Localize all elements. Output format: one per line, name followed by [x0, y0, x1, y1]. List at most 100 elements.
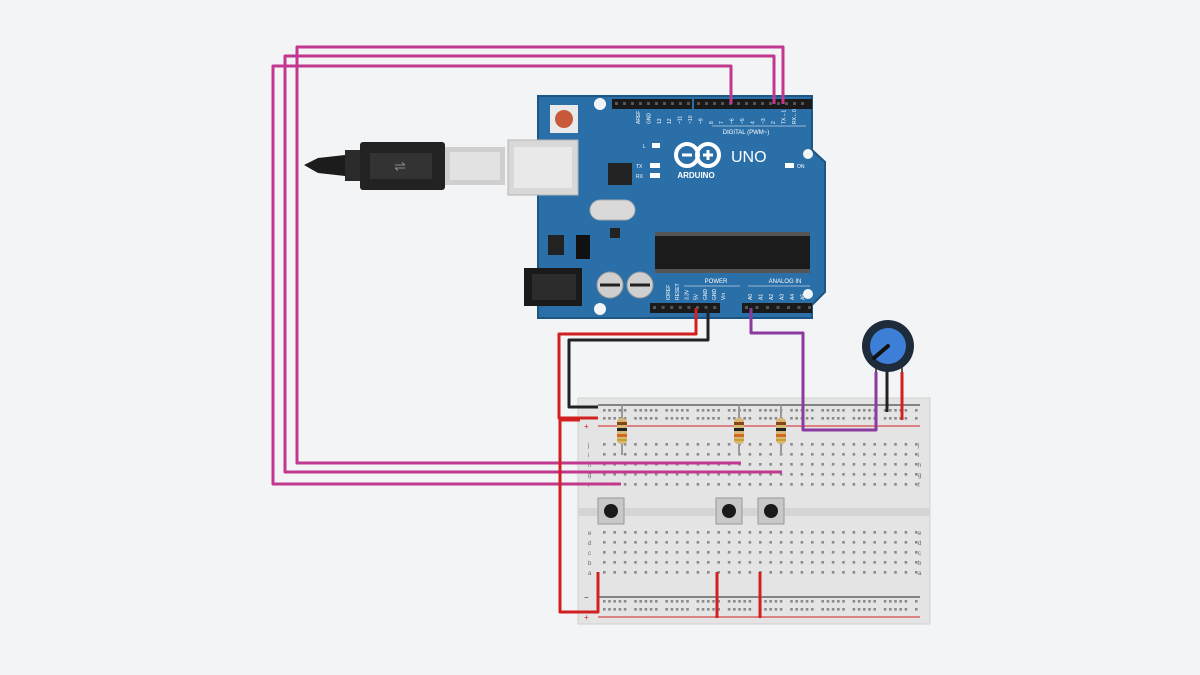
breadboard-hole [717, 551, 720, 554]
breadboard-hole [639, 417, 642, 420]
breadboard-hole [795, 608, 798, 611]
push-button-2[interactable] [715, 497, 743, 525]
breadboard-hole [904, 417, 908, 420]
breadboard-hole [852, 571, 856, 574]
breadboard-hole [748, 551, 752, 554]
breadboard-hole [863, 443, 866, 446]
breadboard-hole [696, 473, 700, 476]
breadboard-hole [727, 541, 731, 544]
reset-button[interactable] [550, 105, 578, 133]
breadboard-hole [821, 463, 824, 466]
breadboard-hole [717, 531, 720, 534]
breadboard-hole [894, 561, 897, 564]
breadboard-hole [670, 409, 674, 412]
wires [271, 45, 904, 618]
breadboard-hole [811, 551, 814, 554]
breadboard-hole [759, 463, 762, 466]
breadboard-hole [805, 608, 809, 611]
breadboard-hole [883, 600, 887, 603]
wire-digital-c[interactable] [271, 64, 733, 486]
breadboard-hole [675, 443, 679, 446]
breadboard-hole [681, 409, 684, 412]
header-hole [777, 102, 780, 105]
breadboard-hole [899, 600, 902, 603]
breadboard-hole [686, 417, 689, 420]
breadboard-hole [655, 561, 658, 564]
breadboard-hole [826, 417, 830, 420]
pin-label: ~9 [698, 118, 704, 124]
breadboard-hole [686, 561, 689, 564]
wire-rail-jumper[interactable] [558, 418, 600, 614]
breadboard-hole [644, 600, 648, 603]
breadboard-hole [915, 417, 918, 420]
breadboard-hole [644, 571, 648, 574]
pin-label: A5 [801, 294, 807, 300]
resistor-1[interactable] [617, 405, 627, 455]
breadboard-hole [644, 409, 648, 412]
breadboard-hole [852, 463, 856, 466]
pin-label: 7 [719, 121, 725, 124]
breadboard-hole [863, 600, 866, 603]
breadboard-holes [603, 409, 918, 611]
breadboard-hole [655, 551, 658, 554]
push-button-3[interactable] [757, 497, 785, 525]
arduino-logo-icon [674, 142, 721, 168]
breadboard-hole [831, 551, 835, 554]
pin-label: RESET [675, 283, 681, 300]
breadboard-hole [894, 541, 897, 544]
breadboard-hole [675, 453, 679, 456]
breadboard-hole [811, 463, 814, 466]
usb-cable[interactable]: ⇌ [304, 142, 505, 190]
header-hole [705, 102, 708, 105]
wire-digital-b[interactable] [283, 54, 782, 474]
breadboard-hole [764, 608, 767, 611]
breadboard-hole [779, 571, 783, 574]
breadboard-hole [915, 453, 918, 456]
breadboard-hole [613, 473, 616, 476]
header-hole [631, 102, 634, 105]
breadboard-hole [696, 551, 700, 554]
breadboard-hole [852, 541, 856, 544]
breadboard-hole [894, 483, 897, 486]
breadboard-hole [727, 443, 731, 446]
breadboard-hole [717, 409, 720, 412]
breadboard-hole [696, 608, 700, 611]
potentiometer[interactable] [862, 320, 914, 372]
breadboard-hole [863, 551, 866, 554]
breadboard-hole [873, 531, 876, 534]
breadboard-hole [759, 417, 762, 420]
breadboard-hole [904, 551, 908, 554]
wire-5v[interactable] [557, 308, 698, 420]
breadboard-hole [821, 453, 824, 456]
row-letter: g [918, 473, 921, 479]
resistor-2[interactable] [734, 405, 744, 455]
breadboard-hole [655, 417, 658, 420]
push-button-1[interactable] [597, 497, 625, 525]
breadboard-hole [644, 551, 648, 554]
resistor-3[interactable] [776, 405, 786, 455]
wire-digital-a[interactable] [295, 45, 785, 465]
breadboard-hole [904, 443, 908, 446]
breadboard-hole [883, 571, 887, 574]
breadboard-hole [769, 531, 772, 534]
breadboard-hole [842, 443, 845, 446]
wire-gnd[interactable] [567, 308, 710, 409]
wire-a0[interactable] [749, 308, 878, 432]
breadboard-hole [686, 541, 689, 544]
breadboard-hole [665, 473, 668, 476]
breadboard-hole [883, 463, 887, 466]
arduino-uno-board[interactable]: ARDUINO UNO L TX RX ON DIGITAL (PWM~) PO… [507, 95, 826, 319]
breadboard-hole [883, 531, 887, 534]
pin-label: 2 [771, 121, 777, 124]
breadboard-hole [904, 409, 908, 412]
breadboard-hole [842, 571, 845, 574]
breadboard-hole [863, 561, 866, 564]
breadboard-hole [696, 417, 700, 420]
breadboard-hole [748, 561, 752, 564]
breadboard-hole [831, 571, 835, 574]
breadboard-hole [769, 463, 772, 466]
breadboard-hole [904, 561, 908, 564]
header-hole [623, 102, 626, 105]
